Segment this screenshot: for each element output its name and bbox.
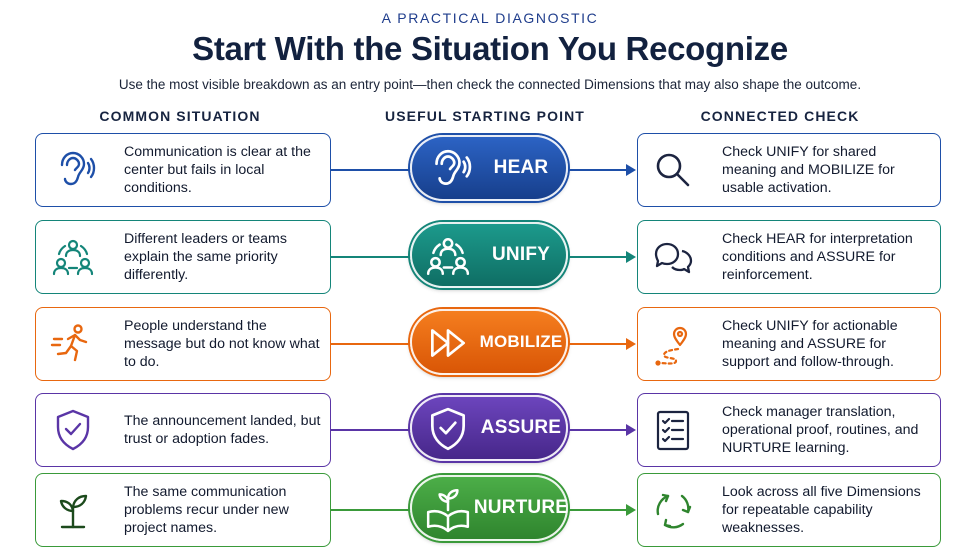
check-card-mobilize: Check UNIFY for actionable meaning and A…: [637, 307, 941, 381]
subtitle: Use the most visible breakdown as an ent…: [118, 77, 862, 92]
check-text: Check UNIFY for shared meaning and MOBIL…: [722, 144, 895, 196]
people-network-icon: [48, 232, 98, 282]
eyebrow: A PRACTICAL DIAGNOSTIC: [381, 10, 599, 26]
row-unify: Different leaders or teams explain the s…: [0, 220, 980, 296]
dimension-label: ASSURE: [480, 417, 562, 438]
situation-text: The announcement landed, but trust or ad…: [124, 413, 321, 447]
situation-text: People understand the message but do not…: [124, 318, 320, 370]
map-route-icon: [648, 319, 698, 369]
situation-card-nurture: The same communication problems recur un…: [35, 473, 331, 547]
situation-card-unify: Different leaders or teams explain the s…: [35, 220, 331, 294]
connector-line: [331, 256, 411, 258]
check-text: Check HEAR for interpretation conditions…: [722, 231, 913, 283]
speech-bubbles-icon: [648, 232, 698, 282]
check-text: Check UNIFY for actionable meaning and A…: [722, 318, 898, 370]
column-header-situation: COMMON SITUATION: [99, 108, 261, 124]
arrow-head-icon: [626, 164, 636, 176]
running-person-icon: [48, 319, 98, 369]
column-header-check: CONNECTED CHECK: [700, 108, 860, 124]
situation-card-hear: Communication is clear at the center but…: [35, 133, 331, 207]
connector-line: [568, 343, 632, 345]
dimension-label: HEAR: [493, 157, 549, 178]
page-title: Start With the Situation You Recognize: [192, 30, 788, 67]
connector-line: [568, 169, 632, 171]
dimension-pill-nurture[interactable]: NURTURE: [410, 475, 568, 541]
cycle-arrows-icon: [648, 485, 698, 535]
people-network-icon: [422, 230, 474, 282]
dimension-pill-hear[interactable]: HEAR: [410, 135, 568, 201]
situation-text: The same communication problems recur un…: [124, 484, 289, 536]
connector-line: [568, 256, 632, 258]
connector-line: [331, 343, 411, 345]
check-text: Check manager translation, operational p…: [722, 404, 919, 456]
situation-text: Different leaders or teams explain the s…: [124, 231, 287, 283]
ear-sound-icon: [48, 145, 98, 195]
connector-line: [331, 169, 411, 171]
row-assure: The announcement landed, but trust or ad…: [0, 393, 980, 469]
check-card-hear: Check UNIFY for shared meaning and MOBIL…: [637, 133, 941, 207]
checklist-icon: [648, 405, 698, 455]
arrow-head-icon: [626, 424, 636, 436]
ear-sound-icon: [422, 143, 474, 195]
connector-line: [331, 509, 411, 511]
check-card-unify: Check HEAR for interpretation conditions…: [637, 220, 941, 294]
connector-line: [568, 429, 632, 431]
fast-forward-icon: [422, 317, 474, 369]
dimension-label: NURTURE: [473, 497, 569, 518]
connector-line: [331, 429, 411, 431]
row-nurture: The same communication problems recur un…: [0, 473, 980, 549]
check-card-nurture: Look across all five Dimensions for repe…: [637, 473, 941, 547]
dimension-pill-unify[interactable]: UNIFY: [410, 222, 568, 288]
arrow-head-icon: [626, 338, 636, 350]
arrow-head-icon: [626, 251, 636, 263]
situation-card-mobilize: People understand the message but do not…: [35, 307, 331, 381]
sprout-icon: [48, 485, 98, 535]
connector-line: [568, 509, 632, 511]
dimension-label: UNIFY: [492, 244, 550, 265]
dimension-pill-assure[interactable]: ASSURE: [410, 395, 568, 461]
situation-card-assure: The announcement landed, but trust or ad…: [35, 393, 331, 467]
row-hear: Communication is clear at the center but…: [0, 133, 980, 209]
situation-text: Communication is clear at the center but…: [124, 144, 311, 196]
magnifier-icon: [648, 145, 698, 195]
check-card-assure: Check manager translation, operational p…: [637, 393, 941, 467]
dimension-pill-mobilize[interactable]: MOBILIZE: [410, 309, 568, 375]
arrow-head-icon: [626, 504, 636, 516]
shield-check-icon: [422, 403, 474, 455]
row-mobilize: People understand the message but do not…: [0, 307, 980, 383]
check-text: Look across all five Dimensions for repe…: [722, 484, 921, 536]
book-sprout-icon: [422, 483, 474, 535]
shield-check-icon: [48, 405, 98, 455]
column-header-start: USEFUL STARTING POINT: [385, 108, 585, 124]
dimension-label: MOBILIZE: [479, 332, 563, 351]
